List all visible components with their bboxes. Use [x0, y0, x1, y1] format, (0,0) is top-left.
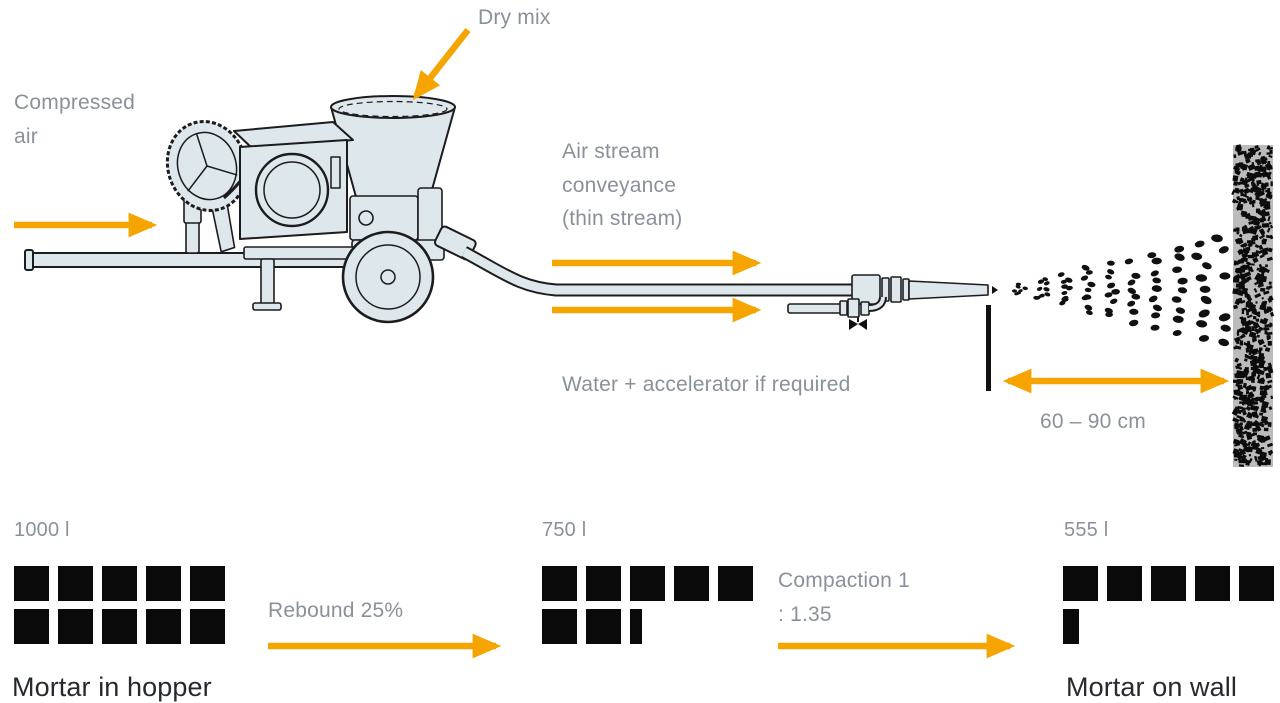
volume-unit-square	[146, 566, 181, 601]
volume-unit-square	[190, 566, 225, 601]
volume-unit-square	[630, 609, 642, 644]
sprayed-wall	[1231, 144, 1275, 467]
delivery-hose	[434, 225, 856, 297]
cabinet	[233, 121, 354, 240]
volume-unit-square	[102, 609, 137, 644]
volume-unit-square	[1239, 566, 1274, 601]
arrow-dry-mix	[412, 27, 471, 101]
volume-label-hopper: 1000 l	[14, 519, 70, 541]
mortar-on-wall-caption: Mortar on wall	[1066, 672, 1237, 702]
mortar-in-hopper-caption: Mortar in hopper	[12, 672, 212, 702]
volume-unit-square	[58, 566, 93, 601]
machine-illustration	[24, 95, 998, 330]
volume-unit-square	[630, 566, 665, 601]
volume-squares-after-rebound	[542, 566, 753, 652]
volume-unit-square	[190, 609, 225, 644]
volume-squares-wall	[1063, 566, 1274, 652]
volume-unit-square	[58, 609, 93, 644]
water-accelerator-label: Water + accelerator if required	[562, 373, 851, 396]
gauge-wheel	[165, 120, 249, 253]
volume-unit-square	[14, 609, 49, 644]
volume-unit-square	[1107, 566, 1142, 601]
volume-unit-square	[1151, 566, 1186, 601]
wheel	[341, 230, 435, 324]
volume-unit-square	[542, 609, 577, 644]
spray-stream	[1011, 234, 1231, 347]
volume-squares-hopper	[14, 566, 225, 652]
air-stream-label: Air stream conveyance (thin stream)	[562, 140, 683, 231]
compressed-air-label: Compressed air	[14, 91, 136, 148]
volume-unit-square	[146, 609, 181, 644]
water-valve	[787, 296, 887, 330]
volume-unit-square	[14, 566, 49, 601]
nozzle	[851, 274, 998, 305]
volume-label-after-rebound: 750 l	[542, 519, 587, 541]
dry-mix-label: Dry mix	[478, 6, 551, 29]
distance-reference-line	[986, 305, 991, 391]
volume-unit-square	[1195, 566, 1230, 601]
volume-unit-square	[1063, 609, 1079, 644]
compaction-label: Compaction 1 : 1.35	[778, 569, 910, 626]
distance-label: 60 – 90 cm	[1040, 410, 1146, 433]
rebound-label: Rebound 25%	[268, 599, 404, 622]
volume-label-wall: 555 l	[1064, 519, 1109, 541]
volume-unit-square	[586, 566, 621, 601]
volume-unit-square	[674, 566, 709, 601]
volume-unit-square	[586, 609, 621, 644]
chassis	[243, 246, 375, 311]
volume-unit-square	[102, 566, 137, 601]
volume-unit-square	[718, 566, 753, 601]
volume-unit-square	[542, 566, 577, 601]
hopper	[330, 95, 456, 259]
volume-unit-square	[1063, 566, 1098, 601]
